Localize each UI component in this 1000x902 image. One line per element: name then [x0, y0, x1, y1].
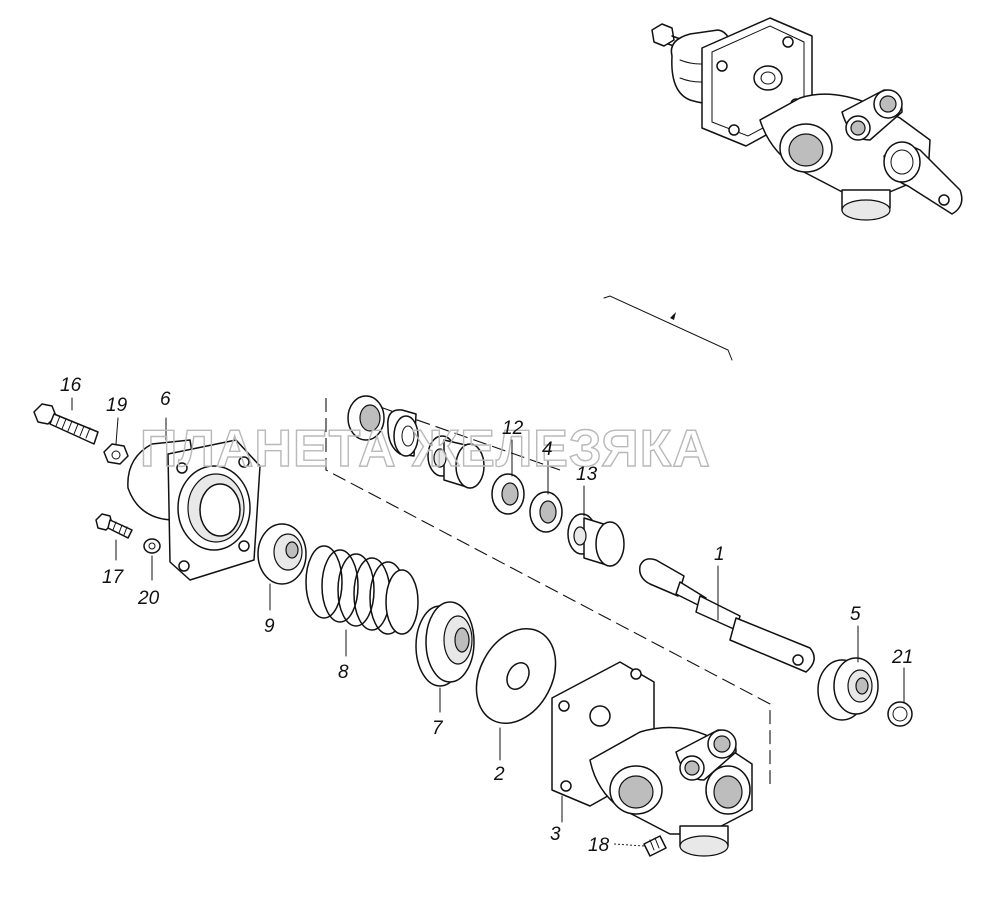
assembled-valve-drawing: [651, 17, 963, 221]
leader-lines: [71, 397, 905, 847]
assembly-line-axis: [359, 399, 561, 471]
callout-2: 2: [493, 764, 505, 785]
axis-bracket: [603, 295, 733, 361]
callout-8: 8: [338, 662, 349, 683]
washer-20: [143, 538, 161, 554]
bolt-16: [33, 403, 99, 445]
sleeve-b: [387, 409, 419, 457]
watermark-text: ПЛАНЕТА ЖЕЛЕЗЯКА: [140, 420, 711, 478]
valve-c: [427, 435, 485, 489]
callout-6: 6: [160, 389, 171, 410]
callout-1: 1: [714, 544, 725, 565]
callout-9: 9: [264, 616, 275, 637]
bolt-17: [95, 513, 133, 539]
callout-4: 4: [542, 439, 553, 460]
seal-ring-a: [347, 395, 385, 441]
screw-18: [643, 835, 667, 857]
axis-arrow-icon: [670, 312, 676, 320]
valve-13: [567, 513, 625, 567]
callout-7: 7: [432, 718, 444, 739]
piston-7: [415, 601, 475, 687]
spring-8: [305, 545, 419, 635]
callout-20: 20: [137, 588, 160, 609]
rod-1: [638, 558, 815, 673]
callout-5: 5: [850, 604, 861, 625]
ring-12: [491, 473, 525, 515]
diaphragm-2: [475, 627, 557, 725]
spring-seat-9: [257, 523, 307, 585]
callout-12: 12: [502, 418, 524, 439]
callout-17: 17: [102, 567, 125, 588]
ring-21: [887, 701, 913, 727]
assembly-line-upper: [325, 398, 771, 784]
callout-18: 18: [588, 835, 610, 856]
callout-21: 21: [891, 647, 913, 668]
ring-4: [529, 491, 563, 533]
plug-5: [817, 657, 879, 721]
cover-6: [127, 439, 261, 581]
callout-13: 13: [576, 464, 598, 485]
callout-19: 19: [106, 395, 128, 416]
callout-3: 3: [550, 824, 561, 845]
valve-body-3: [551, 661, 753, 857]
callout-16: 16: [60, 375, 82, 396]
nut-19: [103, 443, 129, 465]
